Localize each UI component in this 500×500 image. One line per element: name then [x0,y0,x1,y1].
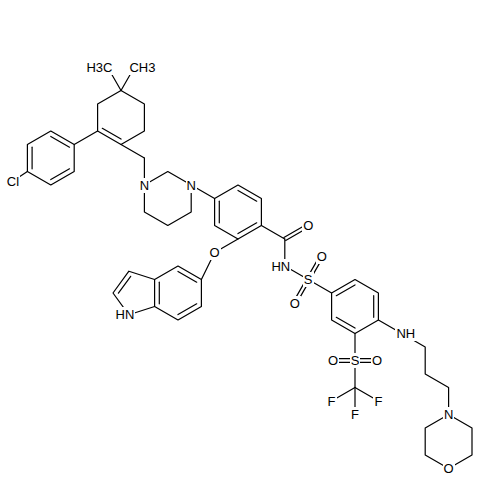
atom-label: N [186,178,197,193]
atom-label: O [209,245,221,260]
atom-label: F [327,394,337,409]
atom-label: HN [115,307,136,322]
atom-label: S [350,353,361,368]
atom-label: Cl [6,174,20,189]
atom-label: CH3 [128,60,156,75]
atom-label: O [371,353,383,368]
atom-label: S [303,272,314,287]
atom-label: N [443,407,454,422]
atom-label: F [350,407,360,422]
atom-label: O [443,461,455,476]
atom-label: HN [270,259,291,274]
atom-label: H3C [85,60,113,75]
atom-label: NH [395,326,416,341]
atom-label: F [373,394,383,409]
atom-label: N [139,178,150,193]
atom-label: O [327,353,339,368]
atom-label: O [289,296,301,311]
atom-label: O [302,218,314,233]
atom-label: O [316,249,328,264]
